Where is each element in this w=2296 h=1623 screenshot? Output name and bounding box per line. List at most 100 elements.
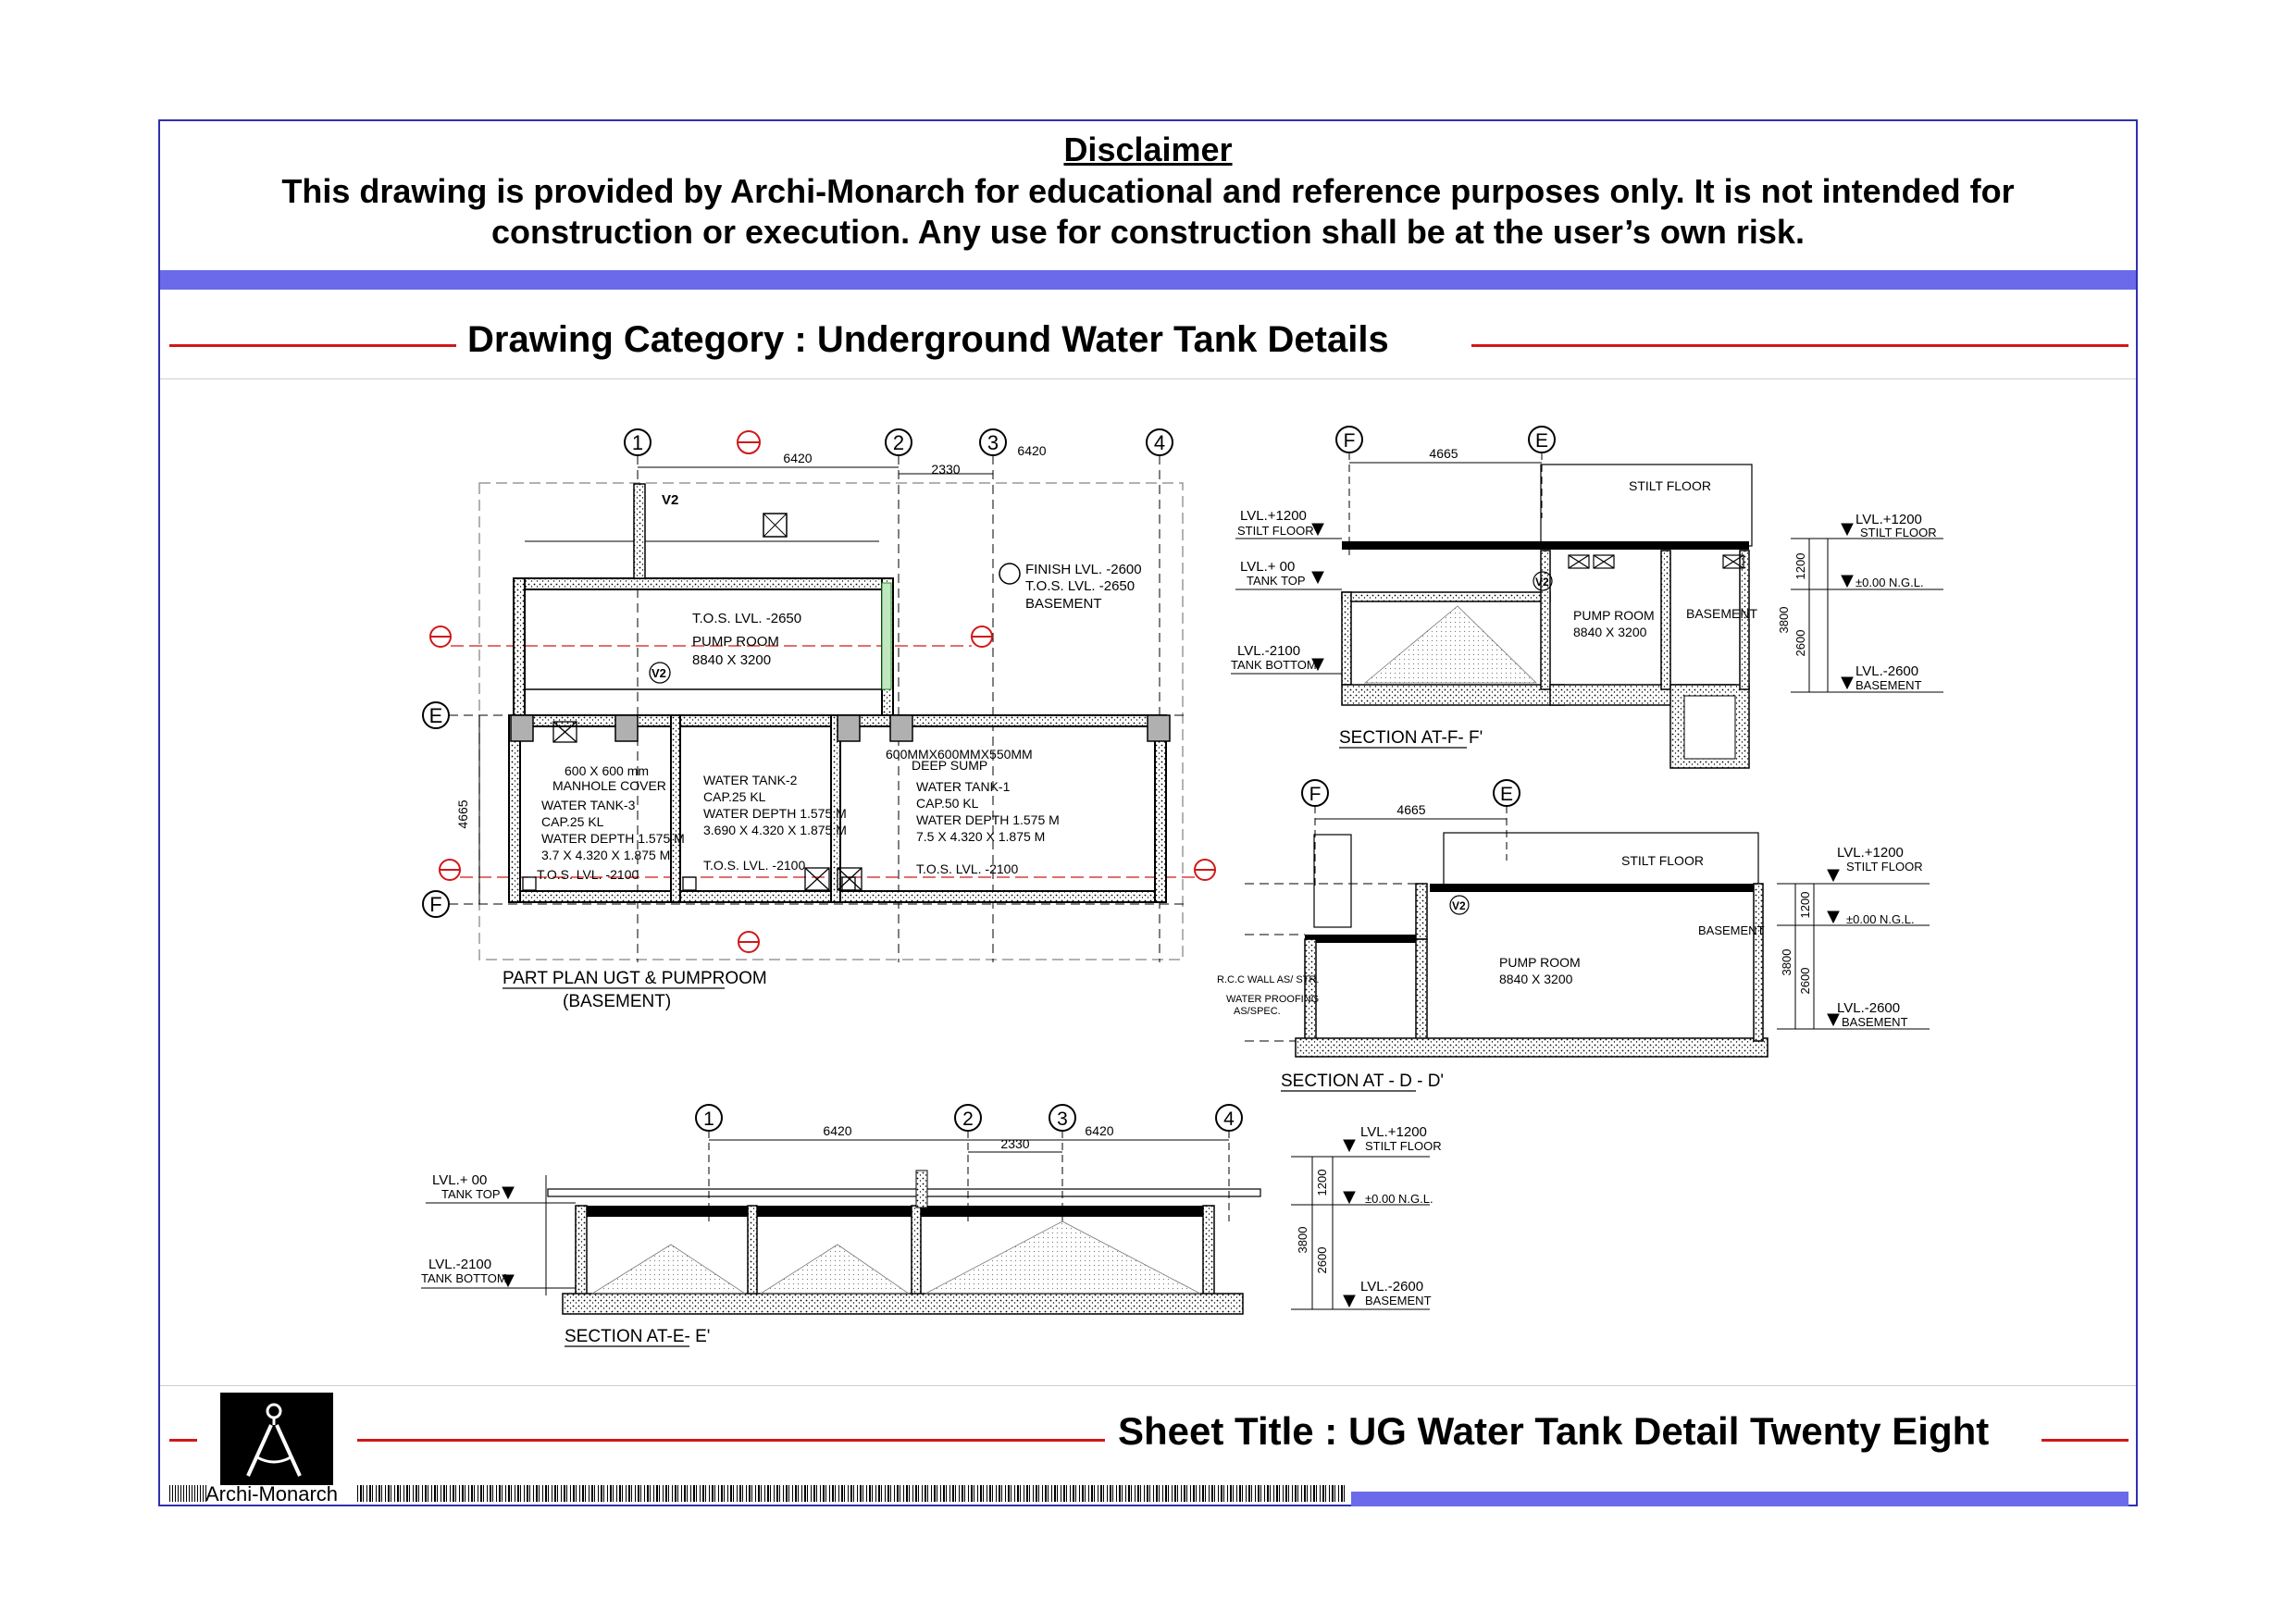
disclaimer-block: Disclaimer This drawing is provided by A… [160, 121, 2136, 267]
svg-text:LVL.+1200: LVL.+1200 [1837, 845, 1904, 861]
dd-grid-f: F [1309, 784, 1322, 805]
plan-tos-lvl: T.O.S. LVL. -2650 [1025, 578, 1135, 594]
ff-grid-e: E [1535, 430, 1548, 452]
plan-grid-f-label: F [429, 893, 441, 916]
plan-dim-6420: 6420 [783, 451, 812, 465]
plan-pump-size: 8840 X 3200 [692, 652, 771, 668]
category-rule-left [169, 344, 456, 347]
plan-title: PART PLAN UGT & PUMPROOM [503, 969, 767, 988]
svg-text:BASEMENT: BASEMENT [1855, 678, 1922, 692]
ee-dim-6420a: 6420 [823, 1123, 851, 1138]
ff-v2: V2 [1535, 576, 1549, 588]
dd-rcc-wall: R.C.C WALL AS/ STR. [1217, 974, 1319, 985]
svg-text:CAP.50 KL: CAP.50 KL [916, 796, 979, 811]
barcode-strip [357, 1485, 1347, 1502]
dd-stilt-floor: STILT FLOOR [1621, 853, 1704, 868]
svg-text:WATER TANK-3: WATER TANK-3 [541, 798, 636, 812]
dd-waterproof-1: WATER PROOFING [1226, 994, 1319, 1005]
dd-dim-3800: 3800 [1780, 949, 1793, 976]
ee-dim-6420b: 6420 [1085, 1123, 1113, 1138]
ff-right-levels: LVL.+1200 STILT FLOOR ±0.00 N.G.L. LVL.-… [1855, 512, 1937, 692]
plan-tank1-labels: 600MMX600MMX550MM DEEP SUMP WATER TANK-1… [886, 747, 1060, 876]
category-divider [160, 378, 2136, 379]
ff-pump-room: PUMP ROOM [1573, 608, 1655, 623]
ee-grid-1: 1 [703, 1109, 714, 1130]
ff-title: SECTION AT-F- F' [1339, 728, 1483, 748]
ee-dim-2330: 2330 [1000, 1136, 1029, 1151]
sheet-frame [158, 119, 2138, 1506]
sheet-title-rule-right [2042, 1439, 2128, 1442]
svg-text:BASEMENT: BASEMENT [1365, 1294, 1432, 1307]
svg-text:DEEP SUMP: DEEP SUMP [912, 758, 987, 773]
svg-text:LVL.-2100: LVL.-2100 [428, 1257, 491, 1272]
plan-grid-d-top [737, 430, 761, 454]
footer-rule-left [169, 1439, 197, 1442]
plan-manholes [522, 721, 863, 891]
plan-grid-2-label: 2 [893, 431, 904, 454]
dd-grid-e: E [1500, 784, 1513, 805]
svg-text:LVL.-2600: LVL.-2600 [1855, 663, 1918, 679]
dd-dim-4665: 4665 [1396, 802, 1425, 817]
svg-text:WATER DEPTH 1.575 M: WATER DEPTH 1.575 M [916, 812, 1060, 827]
ee-grid-4: 4 [1223, 1109, 1235, 1130]
svg-text:WATER DEPTH 1.575 M: WATER DEPTH 1.575 M [703, 806, 847, 821]
compass-icon [246, 1403, 302, 1477]
svg-text:T.O.S. LVL. -2100: T.O.S. LVL. -2100 [537, 867, 639, 882]
plan-dim-4665: 4665 [455, 799, 470, 828]
svg-text:±0.00 N.G.L.: ±0.00 N.G.L. [1846, 912, 1915, 926]
ff-left-level-lines [1231, 523, 1342, 675]
plan-tank2-labels: WATER TANK-2 CAP.25 KL WATER DEPTH 1.575… [703, 773, 847, 873]
plan-grid-1 [624, 428, 652, 962]
svg-text:TANK BOTTOM: TANK BOTTOM [1231, 658, 1317, 672]
svg-text:LVL.+1200: LVL.+1200 [1240, 508, 1307, 524]
svg-text:BASEMENT: BASEMENT [1842, 1015, 1908, 1029]
section-ff: F E 4665 STILT FLOOR V2 PUMP ROOM 8840 X… [1231, 426, 1943, 769]
svg-text:TANK TOP: TANK TOP [441, 1187, 501, 1201]
ee-title: SECTION AT-E- E' [565, 1327, 710, 1346]
svg-text:STILT FLOOR: STILT FLOOR [1846, 860, 1923, 873]
dd-right-level-lines [1777, 869, 1930, 1030]
plan-v2-label: V2 [662, 492, 678, 508]
svg-text:TANK TOP: TANK TOP [1247, 574, 1306, 588]
ee-grid-3: 3 [1057, 1109, 1068, 1130]
ff-right-level-lines [1791, 523, 1943, 693]
svg-text:±0.00 N.G.L.: ±0.00 N.G.L. [1365, 1192, 1433, 1206]
ee-left-level-lines [421, 1175, 576, 1295]
plan-pump-room: PUMP ROOM [692, 634, 779, 650]
svg-text:STILT FLOOR: STILT FLOOR [1365, 1139, 1442, 1153]
plan-subtitle: (BASEMENT) [563, 992, 671, 1011]
svg-text:7.5 X 4.320 X 1.875 M: 7.5 X 4.320 X 1.875 M [916, 829, 1045, 844]
plan-v2-label-2: V2 [652, 666, 666, 680]
svg-text:LVL.+ 00: LVL.+ 00 [432, 1172, 487, 1188]
plan-grid-2 [885, 428, 912, 962]
svg-text:CAP.25 KL: CAP.25 KL [541, 814, 604, 829]
ff-stilt-top: STILT FLOOR [1629, 478, 1711, 493]
plan-tank3-labels: 600 X 600 mm MANHOLE COVER WATER TANK-3 … [537, 763, 685, 882]
svg-text:LVL.+1200: LVL.+1200 [1855, 512, 1922, 527]
svg-text:WATER DEPTH 1.575 M: WATER DEPTH 1.575 M [541, 831, 685, 846]
svg-text:600 X 600 mm: 600 X 600 mm [565, 763, 649, 778]
plan-grid-3-label: 3 [987, 431, 999, 454]
plan-section-marks [429, 626, 1216, 953]
ee-dim-3800: 3800 [1296, 1227, 1309, 1254]
dd-basement: BASEMENT [1698, 923, 1765, 937]
plan-dim-2330: 2330 [931, 462, 960, 477]
ff-dim-3800: 3800 [1777, 607, 1791, 634]
ff-grid-f: F [1344, 430, 1356, 452]
ee-dim-1200: 1200 [1315, 1170, 1329, 1196]
dd-right-levels: LVL.+1200 STILT FLOOR ±0.00 N.G.L. LVL.-… [1837, 845, 1923, 1029]
svg-text:LVL.-2100: LVL.-2100 [1237, 643, 1300, 659]
ff-dim-4665: 4665 [1429, 446, 1458, 461]
ff-left-levels: LVL.+1200 STILT FLOOR LVL.+ 00 TANK TOP … [1231, 508, 1317, 672]
ff-basement-room: BASEMENT [1686, 606, 1757, 621]
sheet-title-rule [357, 1439, 1105, 1442]
ee-dim-2600: 2600 [1315, 1247, 1329, 1274]
drawing-category: Drawing Category : Underground Water Tan… [467, 319, 1389, 360]
ff-pump-size: 8840 X 3200 [1573, 625, 1647, 639]
svg-text:±0.00 N.G.L.: ±0.00 N.G.L. [1855, 576, 1924, 589]
svg-text:LVL.+ 00: LVL.+ 00 [1240, 559, 1295, 575]
category-rule-right [1471, 344, 2128, 347]
plan-pump-tos: T.O.S. LVL. -2650 [692, 611, 801, 626]
svg-text:CAP.25 KL: CAP.25 KL [703, 789, 766, 804]
plan-grid-3 [979, 428, 1007, 962]
